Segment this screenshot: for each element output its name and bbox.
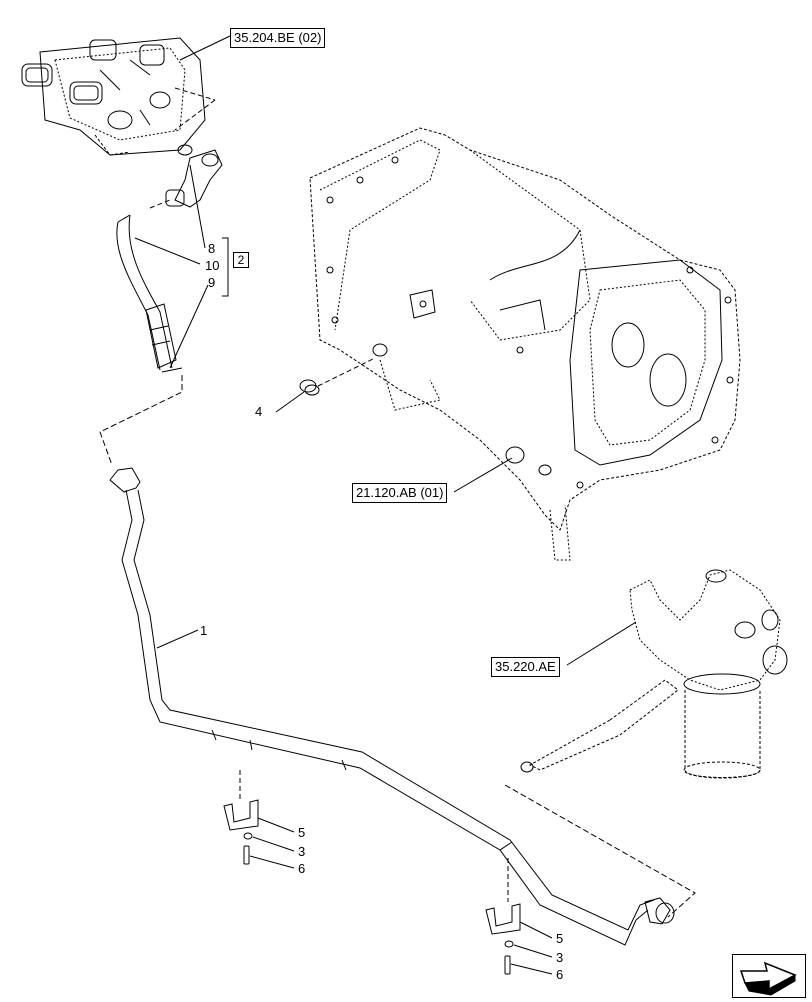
- callout-6-right: 6: [556, 967, 564, 982]
- clamp-set-right: [485, 858, 553, 975]
- elbow-fitting: [149, 144, 223, 209]
- control-valve-assembly: [21, 37, 216, 156]
- next-page-arrow-icon: [739, 961, 797, 996]
- callout-9: 9: [208, 275, 216, 290]
- filter-reference-label[interactable]: 35.220.AE: [491, 657, 560, 677]
- valve-reference-label[interactable]: 35.204.BE (02): [230, 28, 326, 48]
- callout-8: 8: [208, 241, 216, 256]
- callout-3-left: 3: [298, 844, 306, 859]
- callout-5-right: 5: [556, 931, 564, 946]
- callout-4: 4: [255, 404, 263, 419]
- hose-leaders: [134, 164, 229, 369]
- callout-6-left: 6: [298, 861, 306, 876]
- group-callout-2: 2: [233, 252, 249, 268]
- housing-reference-label[interactable]: 21.120.AB (01): [352, 483, 448, 503]
- plug: [275, 357, 376, 413]
- oil-filter-assembly: [520, 569, 788, 779]
- transmission-housing: [309, 127, 741, 561]
- housing-ref-leader: [453, 457, 513, 493]
- callout-3-right: 3: [556, 950, 564, 965]
- filter-dashed-line: [504, 784, 696, 918]
- pipe: [109, 467, 675, 946]
- clamp-set-left: [223, 770, 295, 869]
- callout-10: 10: [205, 258, 220, 273]
- callout-1: 1: [200, 623, 208, 638]
- hydraulic-hose: [116, 214, 183, 373]
- valve-ref-leader: [179, 35, 231, 61]
- next-page-button[interactable]: [732, 954, 806, 998]
- dashed-connection-line: [99, 375, 183, 466]
- callout-5-left: 5: [298, 825, 306, 840]
